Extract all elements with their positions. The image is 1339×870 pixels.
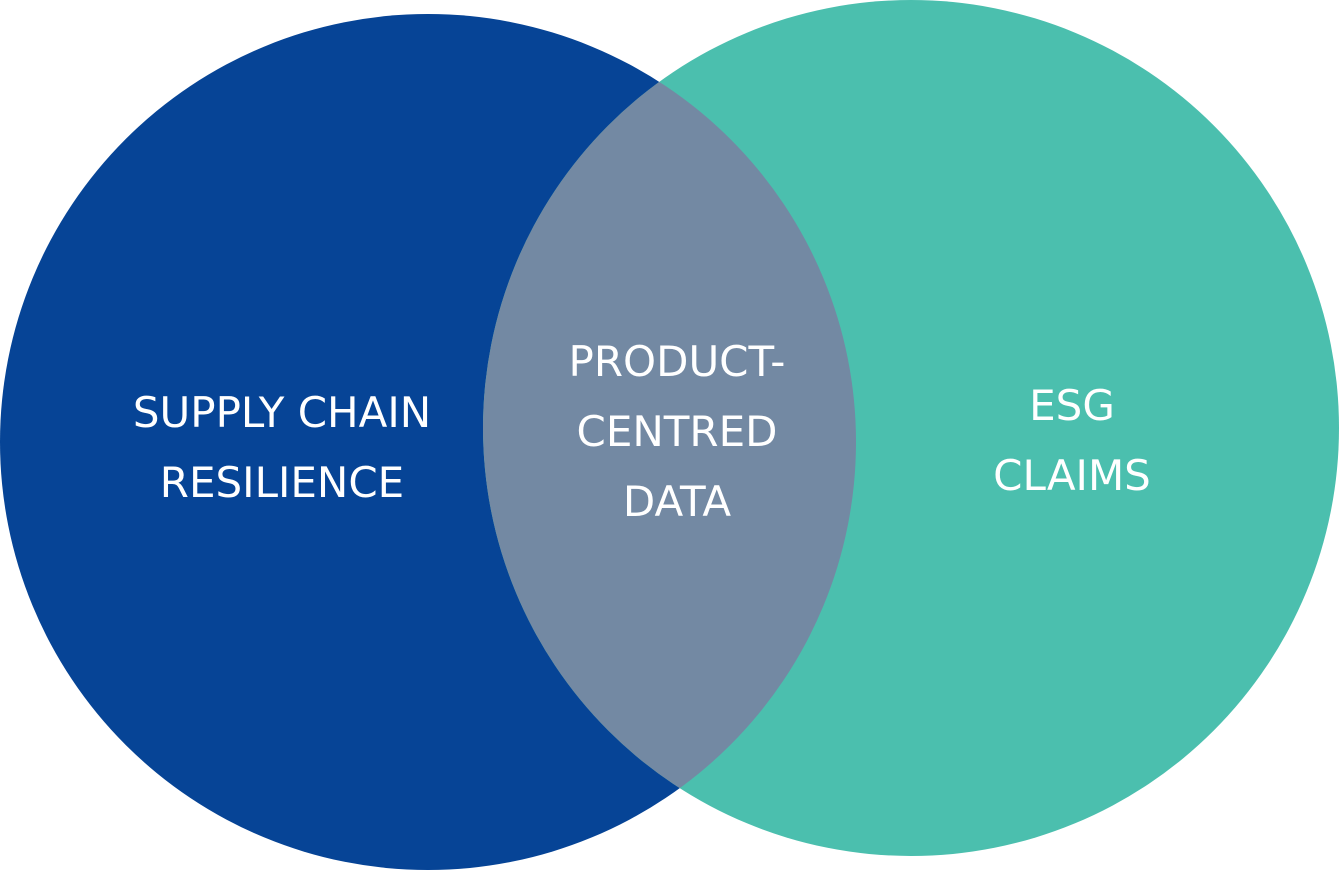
- label-line: SUPPLY CHAIN: [132, 388, 432, 437]
- label-line: PRODUCT-: [568, 337, 786, 386]
- label-line: ESG: [1029, 381, 1115, 430]
- esg-claims-label: ESG CLAIMS: [993, 371, 1151, 511]
- supply-chain-resilience-label: SUPPLY CHAIN RESILIENCE: [133, 378, 431, 518]
- label-line: CLAIMS: [993, 451, 1151, 500]
- label-line: DATA: [622, 477, 732, 526]
- product-centred-data-label: PRODUCT- CENTRED DATA: [569, 327, 786, 537]
- label-line: CENTRED: [576, 407, 778, 456]
- label-line: RESILIENCE: [159, 458, 405, 507]
- product-centred-data-overlap: [483, 14, 856, 856]
